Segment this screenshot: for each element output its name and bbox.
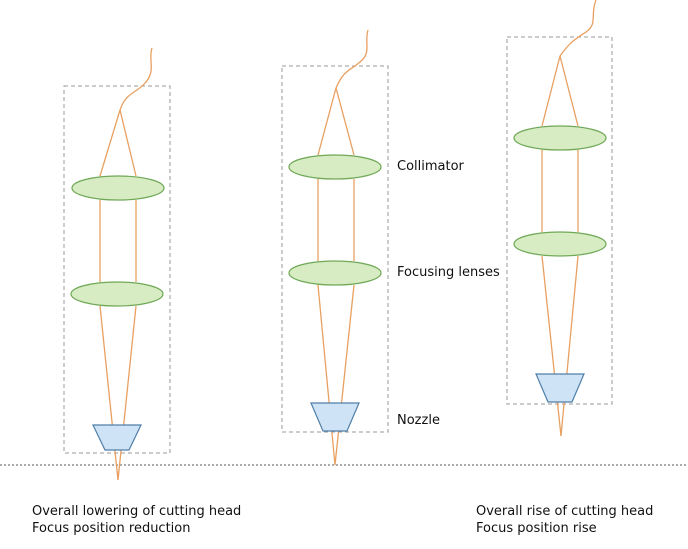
- focusing-lens: [513, 231, 607, 257]
- right-caption-line2: Focus position rise: [476, 521, 597, 536]
- collimator-lens: [71, 175, 165, 201]
- beam-ray: [541, 55, 561, 127]
- collimator-label: Collimator: [397, 159, 464, 174]
- beam-ray: [317, 284, 336, 466]
- cutting-head-raised: [506, 0, 613, 437]
- nozzle-label: Nozzle: [397, 413, 440, 428]
- beam-ray: [317, 87, 337, 156]
- nozzle: [310, 402, 360, 432]
- collimator-lens: [513, 125, 607, 151]
- head-frame: [506, 36, 613, 405]
- beam-ray: [117, 305, 137, 481]
- beam-ray: [560, 255, 579, 437]
- cutting-head-reference: [281, 29, 389, 466]
- beam-ray: [334, 284, 355, 466]
- right-caption-line1: Overall rise of cutting head: [476, 504, 654, 519]
- focusing-lens: [288, 260, 382, 286]
- beam-ray: [541, 255, 562, 437]
- left-caption-line2: Focus position reduction: [32, 521, 191, 536]
- fiber-cable: [335, 29, 369, 89]
- head-frame: [63, 85, 171, 454]
- left-caption-line1: Overall lowering of cutting head: [32, 504, 242, 519]
- beam-ray: [99, 305, 119, 481]
- head-frame: [281, 65, 389, 433]
- focusing-lenses-label: Focusing lenses: [397, 265, 500, 280]
- fiber-cable: [119, 47, 153, 111]
- fiber-cable: [559, 0, 597, 57]
- beam-ray: [119, 109, 137, 177]
- beam-ray: [559, 55, 579, 127]
- cutting-head-lowered: [63, 47, 171, 481]
- beam-ray: [335, 87, 355, 156]
- focusing-lens: [70, 281, 164, 307]
- nozzle: [92, 424, 142, 451]
- nozzle: [535, 373, 585, 403]
- beam-ray: [99, 109, 121, 177]
- collimator-lens: [288, 154, 382, 180]
